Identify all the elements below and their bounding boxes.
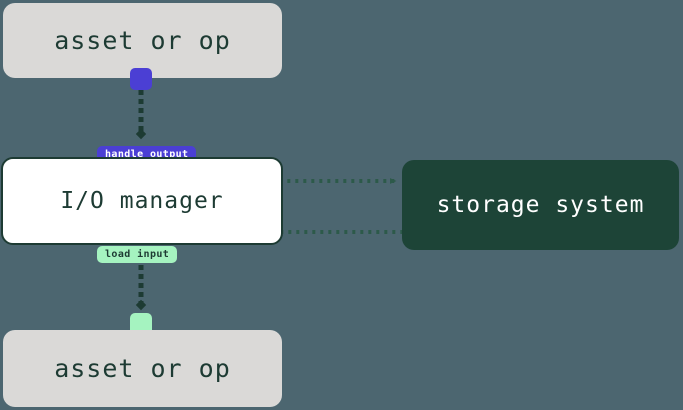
node-io-manager-label: I/O manager [60,188,224,214]
load-input-port-square[interactable] [130,313,152,335]
handle-output-port-square[interactable] [130,68,152,90]
node-asset-or-op-bottom[interactable]: asset or op [3,330,282,407]
node-asset-or-op-top-label: asset or op [54,26,231,55]
edge-label-handle-output-text: handle output [105,149,189,160]
edge-label-load-input-text: load input [105,249,170,260]
node-storage-system[interactable]: storage system [402,160,679,250]
edge-label-load-input[interactable]: load input [97,246,178,263]
node-io-manager[interactable]: I/O manager [1,157,283,245]
node-asset-or-op-top[interactable]: asset or op [3,3,282,78]
node-storage-system-label: storage system [436,192,645,218]
node-asset-or-op-bottom-label: asset or op [54,354,231,383]
